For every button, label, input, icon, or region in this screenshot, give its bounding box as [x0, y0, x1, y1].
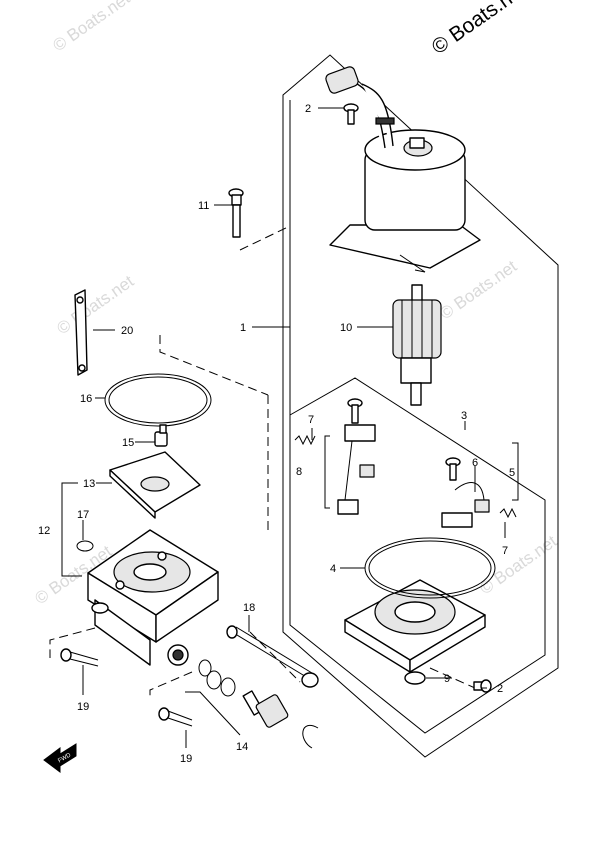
callout-2b: 2 — [497, 683, 503, 695]
valve-14 — [242, 690, 289, 728]
callout-6: 6 — [472, 457, 478, 469]
callout-18: 18 — [243, 602, 255, 614]
callout-7: 7 — [308, 414, 314, 426]
watermark: © Boats.net — [436, 256, 520, 323]
brush-6 — [441, 457, 490, 528]
screw-2-top — [343, 103, 359, 125]
callout-10: 10 — [340, 322, 352, 334]
callout-19b: 19 — [180, 753, 192, 765]
pump-body — [87, 529, 219, 666]
leader-19a — [49, 627, 96, 658]
leader-18 — [249, 631, 301, 683]
grommet-9 — [404, 671, 426, 685]
brush-8 — [337, 398, 376, 515]
callout-20: 20 — [121, 325, 133, 337]
callout-3: 3 — [461, 410, 467, 422]
callout-7b: 7 — [502, 545, 508, 557]
callout-19: 19 — [77, 701, 89, 713]
bracket-5 — [512, 442, 519, 501]
motor-housing — [325, 66, 481, 273]
callout-9: 9 — [444, 673, 450, 685]
o-ring-16 — [104, 373, 212, 427]
bracket-12 — [61, 482, 82, 577]
forward-arrow: FWD — [43, 743, 77, 773]
leader-19b — [149, 671, 193, 700]
spring-7-right — [499, 507, 517, 519]
watermark: © Boats.net — [476, 531, 560, 598]
callout-2: 2 — [305, 103, 311, 115]
spring-7-left — [294, 434, 316, 446]
callout-11: 11 — [198, 200, 209, 212]
sub-assembly-outline-3 — [289, 377, 546, 734]
callout-15: 15 — [122, 437, 134, 449]
bolt-18 — [226, 625, 319, 688]
callout-17: 17 — [77, 509, 89, 521]
screw-19-left — [60, 648, 99, 667]
leader-11 — [239, 225, 291, 251]
snap-ring — [302, 725, 319, 749]
screw-11 — [228, 188, 244, 238]
assembly-outline-1 — [282, 54, 559, 758]
plate-13 — [109, 451, 201, 519]
copyright-text: © Boats.n — [428, 0, 517, 59]
bracket-14 — [185, 691, 241, 736]
o-ring-16-inner — [108, 376, 208, 424]
callout-16: 16 — [80, 393, 92, 405]
o-ring-17 — [76, 540, 94, 552]
callout-14: 14 — [236, 741, 248, 753]
watermark: © Boats.net — [49, 0, 133, 55]
armature-10 — [392, 284, 442, 406]
screw-19-right — [158, 707, 193, 727]
o-ring-4-inner — [368, 540, 492, 596]
callout-8: 8 — [296, 466, 302, 478]
callout-12: 12 — [38, 525, 50, 537]
pump-body-outline — [159, 335, 269, 396]
callout-1: 1 — [240, 322, 246, 334]
callout-4: 4 — [330, 563, 336, 575]
screw-2-bottom — [473, 679, 492, 693]
leader-lines — [82, 107, 506, 748]
leader-2b — [429, 667, 476, 689]
bracket-8 — [324, 435, 330, 509]
clip-20 — [74, 289, 88, 376]
seals-14 — [198, 659, 236, 697]
base-plate — [344, 579, 486, 673]
filter-15 — [154, 424, 168, 447]
callout-5: 5 — [509, 467, 515, 479]
callout-13: 13 — [83, 478, 95, 490]
